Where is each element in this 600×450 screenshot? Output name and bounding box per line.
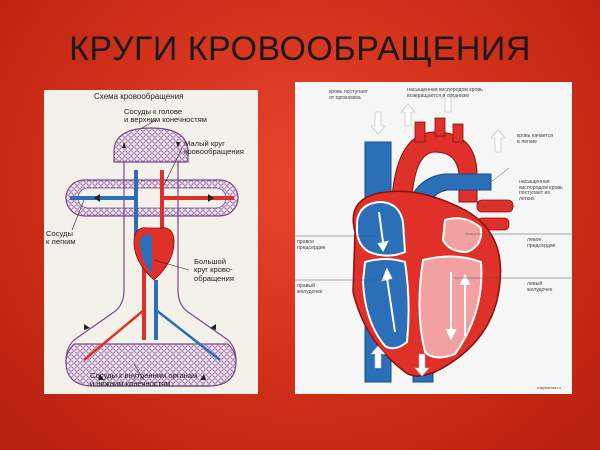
label-blood-to-lungs: кровь качается в легкие [517,133,554,145]
right-ventricle [361,258,410,350]
label-lung-vessels: Сосуды к легким [46,229,76,247]
heart-anatomy-panel: кровь поступает от организма насыщенная … [295,82,572,394]
external-arrows [370,89,506,377]
image-credit: ruspharma.ru [537,385,561,390]
label-oxygen-rich-return: насыщенная кислородом кровь возвращается… [407,87,483,99]
head-capillaries [113,127,189,163]
scheme-title: Схема кровообращения [94,92,184,101]
label-left-ventricle: левый желудочек [527,281,553,293]
label-blood-from-body: кровь поступает от организма [329,89,369,101]
label-oxygen-blood-from-lungs: насыщенная кислородом кровь поступает из… [519,179,563,203]
left-atrium [441,217,483,254]
heart [133,227,175,281]
circulation-scheme-graphic [65,119,239,387]
lower-capillaries [65,343,237,387]
label-big-circle: Большой круг крово- обращения [194,257,234,283]
slide-title: КРУГИ КРОВООБРАЩЕНИЯ [69,30,531,68]
label-small-circle: Малый круг кровообращения [184,139,244,157]
heart-anatomy-graphic [295,89,572,383]
flow-arrows [84,142,216,380]
label-internal-vessels: Сосуды к внутренним органам и нижним кон… [90,371,198,389]
label-right-atrium: правое предсердие [297,239,326,251]
circulation-scheme-panel: Схема кровообращения Сосуды к голове и в… [44,90,258,394]
label-left-atrium: левое предсердие [527,237,556,249]
heart-flow-arrows [377,211,471,341]
label-head-vessels: Сосуды к голове и верхним конечностям [124,107,208,125]
label-right-ventricle: правый желудочек [297,283,323,295]
